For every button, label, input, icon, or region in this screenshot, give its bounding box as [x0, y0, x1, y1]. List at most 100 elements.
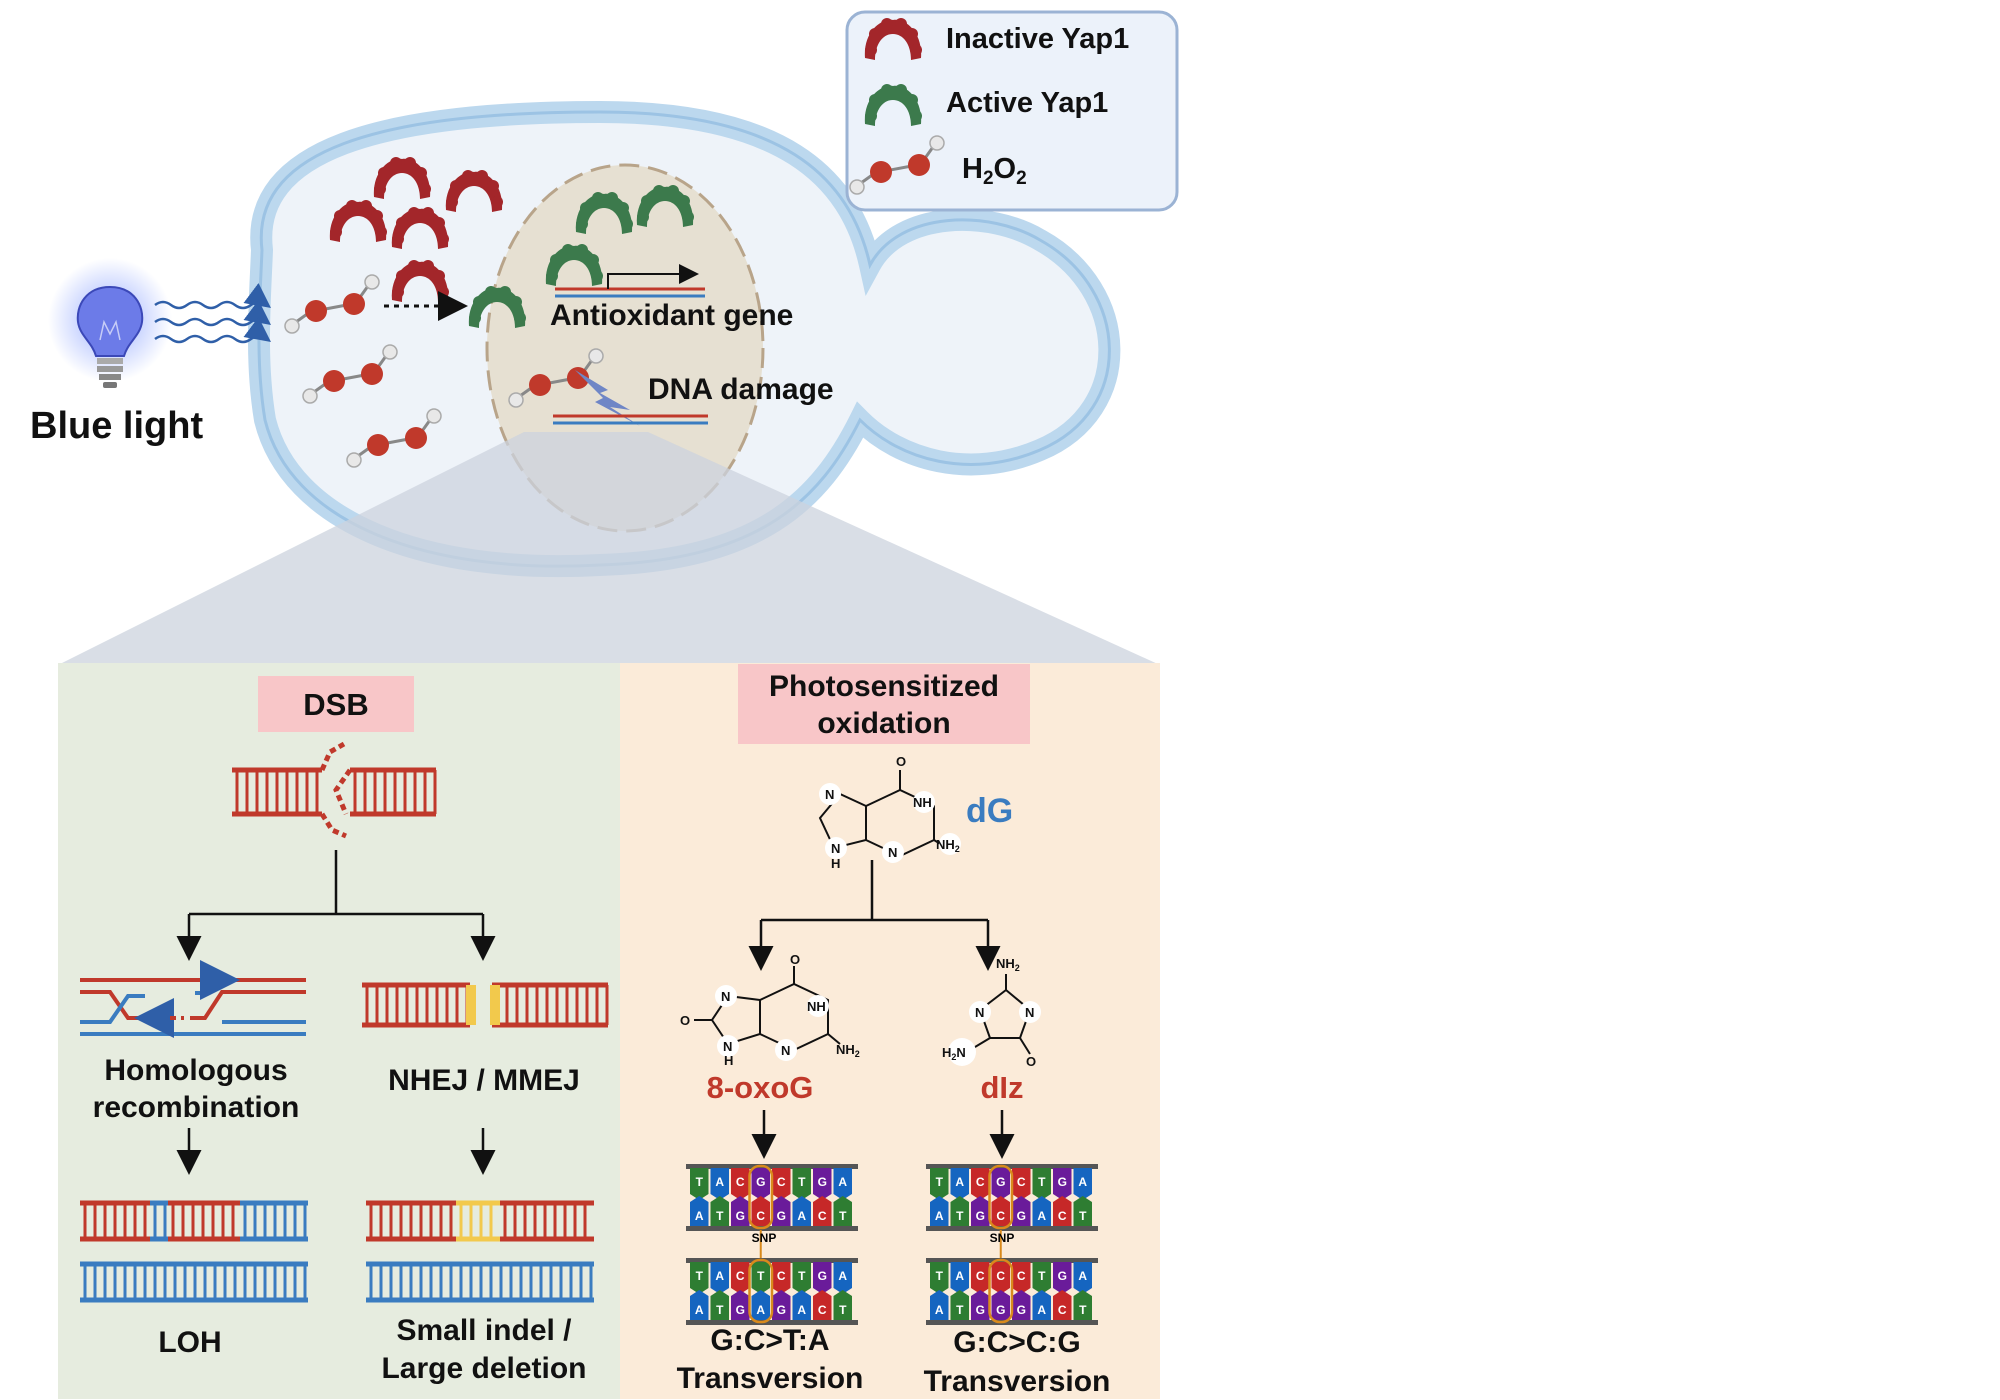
base-tile	[1012, 1196, 1031, 1226]
base-tile	[690, 1262, 709, 1294]
base-letter: T	[798, 1175, 806, 1189]
base-letter: G	[1017, 1209, 1026, 1223]
base-tile	[833, 1196, 852, 1226]
base-letter: T	[696, 1175, 704, 1189]
base-letter: C	[777, 1269, 786, 1283]
base-tile	[1053, 1262, 1072, 1294]
base-letter: T	[956, 1303, 964, 1317]
legend-h2o2-label: H2O2	[962, 153, 1027, 189]
base-tile	[1053, 1168, 1072, 1200]
base-tile	[792, 1290, 811, 1320]
base-tile	[772, 1168, 791, 1200]
base-letter: G	[996, 1303, 1005, 1317]
svg-text:O: O	[896, 754, 906, 769]
base-tile	[1073, 1168, 1092, 1200]
base-letter: A	[955, 1175, 964, 1189]
svg-text:O: O	[790, 952, 800, 967]
base-tile	[690, 1168, 709, 1200]
svg-text:H: H	[724, 1053, 733, 1068]
svg-text:N: N	[831, 841, 840, 856]
transversion-a-line1: G:C>T:A	[710, 1324, 829, 1357]
base-letter: T	[839, 1209, 847, 1223]
base-tile	[1073, 1196, 1092, 1226]
base-tile	[1053, 1196, 1072, 1226]
base-tile	[813, 1290, 832, 1320]
base-letter: G	[1058, 1175, 1067, 1189]
base-letter: C	[756, 1209, 765, 1223]
base-letter: G	[996, 1175, 1005, 1189]
hr-label-line2: recombination	[93, 1091, 300, 1124]
base-letter: G	[976, 1209, 985, 1223]
base-letter: A	[838, 1269, 847, 1283]
broken-dna-icon	[232, 741, 437, 839]
base-tile	[991, 1168, 1010, 1200]
loh-label: LOH	[158, 1326, 221, 1359]
base-letter: G	[976, 1303, 985, 1317]
svg-text:N: N	[975, 1005, 984, 1020]
base-letter: T	[936, 1175, 944, 1189]
base-tile	[833, 1168, 852, 1200]
base-letter: C	[976, 1175, 985, 1189]
light-bulb-icon	[48, 258, 172, 388]
base-tile	[813, 1196, 832, 1226]
base-letter: A	[955, 1269, 964, 1283]
dsb-branch-arrows	[176, 850, 496, 1175]
base-tile	[930, 1262, 949, 1294]
base-tile	[710, 1196, 729, 1226]
base-letter: A	[1078, 1175, 1087, 1189]
base-letter: C	[818, 1303, 827, 1317]
base-letter: C	[996, 1269, 1005, 1283]
base-tile	[751, 1196, 770, 1226]
base-tile	[710, 1168, 729, 1200]
svg-text:NH2: NH2	[936, 837, 960, 854]
nhej-dna-icon	[362, 982, 609, 1028]
base-tile	[950, 1290, 969, 1320]
base-letter: A	[715, 1269, 724, 1283]
base-letter: A	[797, 1209, 806, 1223]
base-tile	[971, 1262, 990, 1294]
dg-atom-labels: O N NH N H N NH2	[825, 754, 960, 871]
base-letter: A	[756, 1303, 765, 1317]
indel-label-line1: Small indel /	[396, 1314, 572, 1347]
svg-text:H2N: H2N	[942, 1045, 966, 1062]
base-tile	[1032, 1196, 1051, 1226]
base-letter: G	[756, 1175, 765, 1189]
base-tile	[1073, 1290, 1092, 1320]
svg-text:H: H	[831, 856, 840, 871]
base-tile	[731, 1262, 750, 1294]
base-letter: G	[777, 1209, 786, 1223]
base-letter: T	[1038, 1269, 1046, 1283]
base-letter: T	[1079, 1209, 1087, 1223]
antioxidant-gene-dna	[555, 264, 705, 298]
base-letter: T	[956, 1209, 964, 1223]
base-tile	[833, 1290, 852, 1320]
legend-inactive-label: Inactive Yap1	[946, 23, 1129, 55]
base-tile	[813, 1262, 832, 1294]
svg-text:NH: NH	[807, 999, 826, 1014]
blue-light-label: Blue light	[30, 405, 203, 447]
base-letter: G	[736, 1209, 745, 1223]
base-letter: A	[1078, 1269, 1087, 1283]
base-tile	[792, 1196, 811, 1226]
base-letter: A	[838, 1175, 847, 1189]
svg-text:N: N	[888, 845, 897, 860]
svg-text:N: N	[781, 1043, 790, 1058]
base-tile	[731, 1168, 750, 1200]
base-letter: C	[996, 1209, 1005, 1223]
base-letter: T	[1079, 1303, 1087, 1317]
dsb-panel	[58, 663, 620, 1399]
base-letter: C	[1017, 1175, 1026, 1189]
base-letter: G	[1017, 1303, 1026, 1317]
svg-text:N: N	[723, 1039, 732, 1054]
base-letter: A	[695, 1303, 704, 1317]
svg-text:N: N	[825, 787, 834, 802]
base-tile	[1012, 1168, 1031, 1200]
base-tile	[930, 1168, 949, 1200]
base-tile	[710, 1262, 729, 1294]
base-tile	[1032, 1290, 1051, 1320]
diz-molecule-icon	[948, 974, 1041, 1066]
base-letter: C	[1017, 1269, 1026, 1283]
oxidation-title-line2: oxidation	[817, 707, 950, 740]
base-letter: C	[736, 1175, 745, 1189]
